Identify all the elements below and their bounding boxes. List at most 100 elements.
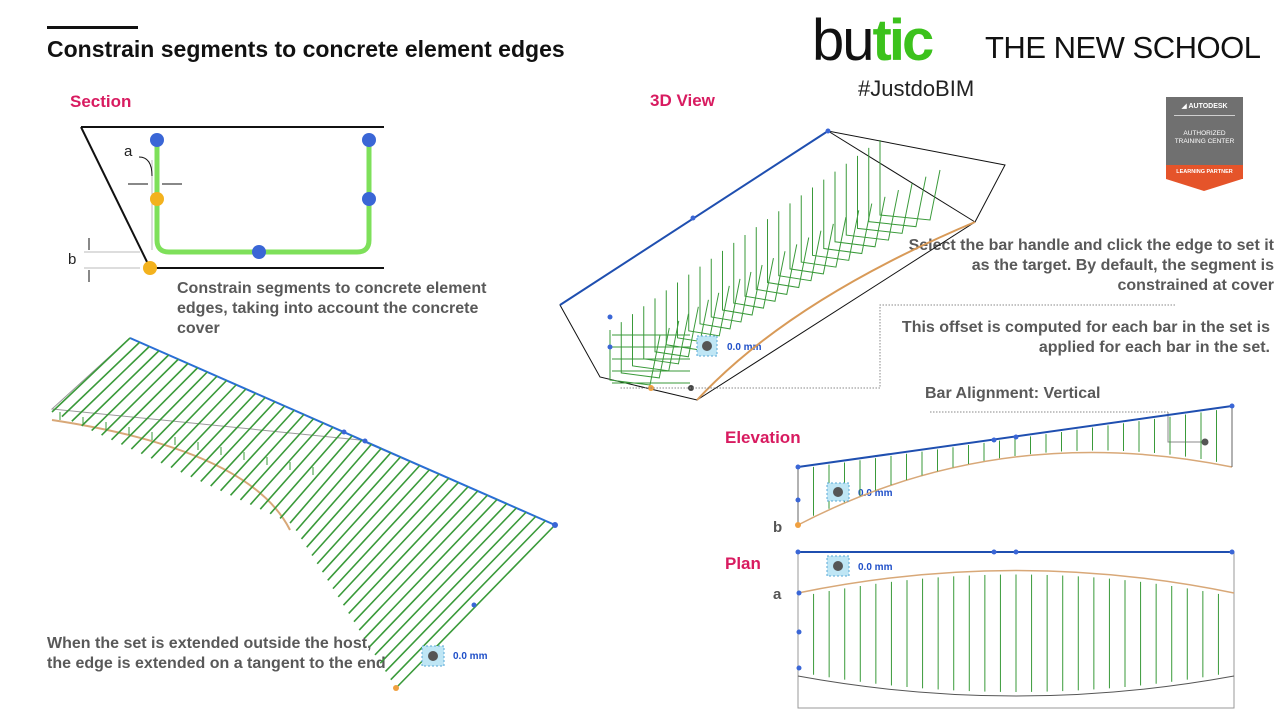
bottom-bar [379,511,527,664]
handle-dot-orange [150,192,164,206]
handle-dot [552,522,558,528]
handle-dot [252,245,266,259]
view3d-bar [812,187,860,261]
section-diagram [80,126,384,282]
bottom-bar [295,443,373,532]
bottom-bar [358,494,488,631]
plan-diagram [795,549,1235,709]
alignment-leader-2 [1167,412,1205,443]
rebar-elevation-group [813,410,1217,516]
bottom-bar [200,401,276,482]
badge-line2: TRAINING CENTER [1174,138,1235,145]
bottom-curve-edge [51,419,291,531]
dim-a-section: a [124,143,133,160]
handle-dot [796,665,802,671]
badge-brand: ◢ AUTODESK [1166,102,1243,110]
bottom-bar [369,503,508,648]
handle-dot [796,629,802,635]
handle-dot [607,344,613,350]
bottom-bar [130,371,208,450]
handle-dot [1013,434,1019,440]
bottom-bar [342,481,459,606]
bottom-bar [220,409,295,492]
handle-dot-orange [143,261,157,275]
view3d-curve-edge [696,221,976,401]
logo-tagline: THE NEW SCHOOL [985,30,1261,65]
badge-partner: LEARNING PARTNER [1166,165,1243,179]
handle-dot [690,215,696,221]
badge-brand-text: AUTODESK [1188,103,1228,110]
bottom-bar [306,452,392,548]
section-note: Constrain segments to concrete element e… [177,280,487,337]
butic-logo: butic [812,8,935,74]
view3d-bar [677,282,720,344]
handle-dot [362,133,376,147]
bottom-bar [170,388,247,469]
view3d-bar [857,155,913,234]
dim-a-plan: a [773,586,782,603]
badge-line1: AUTHORIZED [1183,130,1226,137]
bottom-bar [327,469,431,581]
plan-lower-curve [797,675,1235,697]
section-label: Section [70,92,132,111]
plan-upper-curve [797,569,1235,594]
bottom-bar [384,515,537,672]
bottom-bar [150,379,228,459]
handle-dot [991,437,997,443]
handle-dot [607,314,613,320]
value-label-bottom: 0.0 mm [453,651,488,662]
page-title: Constrain segments to concrete element e… [47,36,565,62]
elevation-diagram [795,403,1235,528]
view3d-bar [710,258,752,323]
handle-dot [362,438,368,444]
handle-dot [1229,403,1235,409]
handle-dot [825,128,831,134]
view3d-bar [654,298,699,358]
bottom-bar [180,392,257,473]
handle-dot [795,464,801,470]
bottom-bar [120,367,199,445]
bottom-bar [337,477,450,598]
value-label-3d: 0.0 mm [727,342,762,353]
offset-leader [620,304,1175,389]
dim-b-elevation: b [773,519,783,536]
bottom-bar [279,435,353,519]
view3d-bar [722,250,763,316]
bottom-set-diagram [50,337,558,691]
bottom-bar [210,405,286,487]
value-label-elevation: 0.0 mm [858,488,893,499]
bottom-bar [259,426,334,510]
bottom-bar [390,520,546,681]
bottom-bar [332,473,440,590]
handle-dot-orange [393,685,399,691]
view3d-inner-edge [827,130,976,223]
bottom-bar [289,439,363,524]
title-rule [47,26,138,29]
handle-dot [795,549,801,555]
view3d-bar [879,140,941,221]
badge-tip [1166,179,1242,191]
plan-label: Plan [725,554,761,573]
bottom-bar [81,350,160,427]
bottom-bar [300,447,382,540]
bottom-bar [374,507,517,656]
bottom-bar [229,413,305,496]
rebar-3d-group [609,140,941,386]
view3d-bar [699,266,741,330]
logo-tic: tic [872,8,935,73]
handle-dot [362,192,376,206]
handle-dot-orange [795,522,801,528]
bottom-bar [348,486,469,615]
bottom-bar [61,341,141,418]
handle-dot [991,549,997,555]
handle-dot [795,497,801,503]
handle-dot-bottom [428,651,438,661]
handle-dot [150,133,164,147]
offset-note: This offset is computed for each bar in … [901,319,1270,356]
bottom-bar [160,384,237,464]
view3d-bar [688,274,730,337]
view3d-label: 3D View [650,91,715,110]
